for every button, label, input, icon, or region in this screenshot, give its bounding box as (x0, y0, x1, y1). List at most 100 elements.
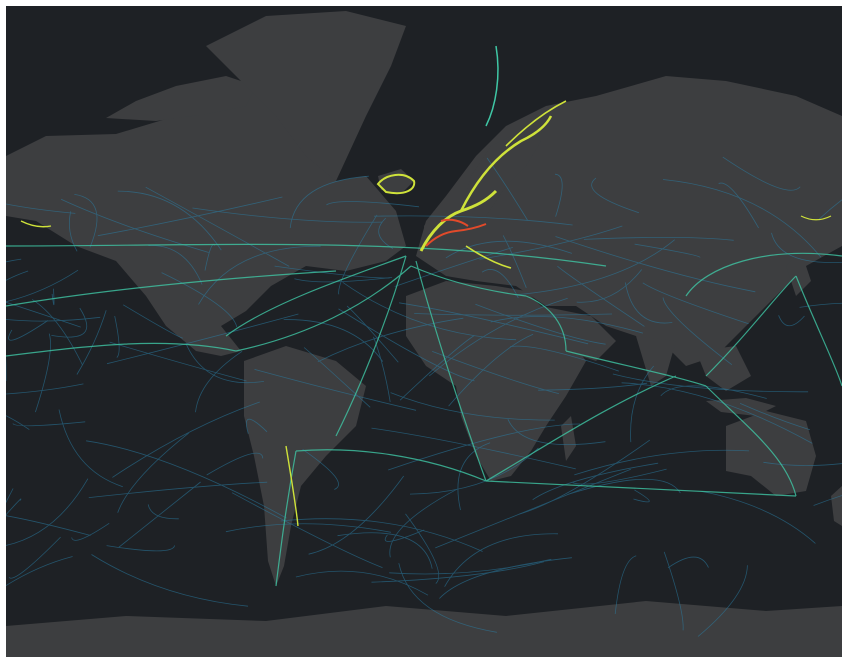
vessel-track (739, 403, 811, 431)
vessel-track (326, 201, 420, 208)
density-hotspot-track (505, 100, 567, 147)
vessel-track (6, 301, 81, 328)
vessel-track (74, 194, 98, 248)
shipping-lane (795, 275, 842, 387)
landmass-antarctica (6, 601, 842, 657)
vessel-track (557, 265, 645, 327)
vessel-track (663, 551, 684, 631)
vessel-track (457, 442, 491, 511)
vessel-track (109, 341, 247, 382)
vessel-track (8, 320, 49, 341)
vessel-track (338, 214, 378, 295)
density-hotspot-track (485, 45, 499, 127)
vessel-density-map[interactable] (6, 6, 842, 657)
vessel-track (409, 447, 539, 495)
vessel-track (274, 265, 390, 279)
vessel-track (88, 481, 268, 498)
vessel-track (117, 432, 189, 513)
shipping-lane (6, 243, 607, 267)
vessel-track (338, 308, 475, 382)
vessel-track (337, 532, 433, 569)
density-hotspot-track (459, 115, 553, 212)
vessel-track (374, 215, 573, 226)
vessel-track (428, 297, 568, 377)
vessel-track (399, 335, 475, 401)
vessel-track (68, 211, 78, 252)
vessel-track (507, 419, 606, 446)
vessel-track (612, 373, 809, 393)
landmass-india (636, 336, 676, 386)
vessel-track (6, 383, 84, 395)
vessel-track (302, 448, 339, 490)
vessel-track (51, 288, 55, 305)
vessel-track (799, 302, 842, 308)
vessel-track (6, 316, 101, 322)
vessel-track (502, 235, 527, 288)
vessel-track (308, 475, 405, 555)
vessel-track (245, 418, 268, 434)
vessel-track (722, 156, 801, 191)
vessel-track (8, 536, 61, 579)
vessel-track (399, 302, 589, 345)
vessel-track (576, 269, 643, 303)
vessel-track (280, 518, 483, 552)
vessel-track (225, 523, 391, 533)
vessel-track (148, 245, 203, 285)
vessel-track (86, 440, 287, 519)
vessel-track (106, 313, 299, 365)
vessel-track (58, 409, 123, 488)
shipping-lane (6, 342, 237, 357)
vessel-track (448, 333, 534, 407)
vessel-track (6, 203, 76, 214)
vessel-track (122, 304, 183, 339)
vessel-density-hotspots (20, 45, 832, 527)
vessel-track (117, 190, 222, 251)
vessel-track (414, 313, 613, 316)
vessel-track (317, 317, 464, 363)
density-hotspot-track (376, 173, 416, 195)
vessel-track (6, 488, 14, 504)
landmass-australia (726, 411, 816, 496)
vessel-track (371, 561, 545, 583)
landmass-japan (786, 251, 811, 296)
vessel-track (6, 498, 22, 516)
vessel-track (697, 565, 748, 637)
landmass-southeast-asia (696, 346, 751, 391)
shipping-routes-low-density (6, 156, 842, 637)
vessel-track (532, 462, 659, 501)
vessel-track (633, 489, 650, 503)
vessel-track (112, 401, 260, 478)
shipping-lane (485, 375, 677, 482)
vessel-track (97, 196, 283, 237)
density-hotspot-track (285, 445, 299, 527)
vessel-track (510, 345, 619, 372)
shipping-lane (485, 480, 797, 497)
vessel-track (555, 236, 756, 293)
landmass-scandinavia (461, 131, 541, 216)
shipping-lane (235, 265, 412, 352)
shipping-lane (705, 385, 797, 497)
map-canvas[interactable] (6, 6, 842, 657)
vessel-track (51, 307, 88, 338)
vessel-track (294, 277, 393, 283)
vessel-track (642, 282, 749, 325)
vessel-track (479, 225, 623, 260)
vessel-track (71, 522, 110, 541)
shipping-lane (335, 255, 407, 437)
vessel-track (60, 198, 209, 253)
vessel-track (147, 504, 179, 520)
vessel-track (303, 347, 371, 408)
vessel-track (31, 299, 83, 366)
vessel-track (481, 269, 519, 299)
vessel-track (662, 179, 822, 258)
vessel-track (388, 423, 581, 471)
vessel-track (231, 492, 383, 568)
vessel-track (701, 491, 816, 544)
landmass-canadian-arctic (106, 76, 256, 121)
vessel-track (514, 239, 675, 296)
vessel-track (660, 385, 767, 399)
vessel-track (634, 243, 701, 258)
vessel-track (518, 439, 651, 515)
shipping-lane (410, 265, 527, 297)
shipping-lane (705, 275, 797, 377)
